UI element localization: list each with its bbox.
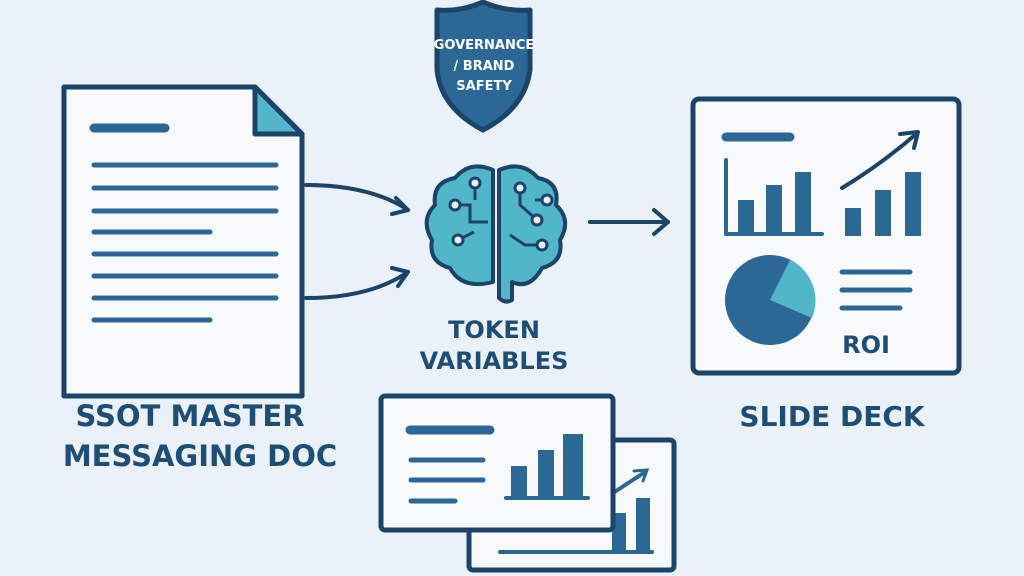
governance-shield-icon: GOVERNANCE / BRAND SAFETY <box>434 0 535 133</box>
brain-icon <box>424 164 568 304</box>
source-doc-label-2: MESSAGING DOC <box>63 439 337 473</box>
shield-text-1: GOVERNANCE <box>434 38 535 53</box>
token-label-1: TOKEN <box>448 316 540 344</box>
roi-label: ROI <box>842 331 890 359</box>
token-label-2: VARIABLES <box>420 347 569 375</box>
slides-stack-icon <box>378 393 677 573</box>
document-icon <box>61 84 305 399</box>
slide-deck-icon: ROI <box>690 96 962 376</box>
shield-text-3: SAFETY <box>456 79 512 94</box>
slide-deck-label: SLIDE DECK <box>739 400 925 433</box>
arrow-upper <box>304 183 410 212</box>
source-doc-label-1: SSOT MASTER <box>75 399 304 433</box>
shield-text-2: / BRAND <box>454 59 515 74</box>
input-arrows <box>304 183 670 300</box>
arrow-lower <box>304 270 410 300</box>
